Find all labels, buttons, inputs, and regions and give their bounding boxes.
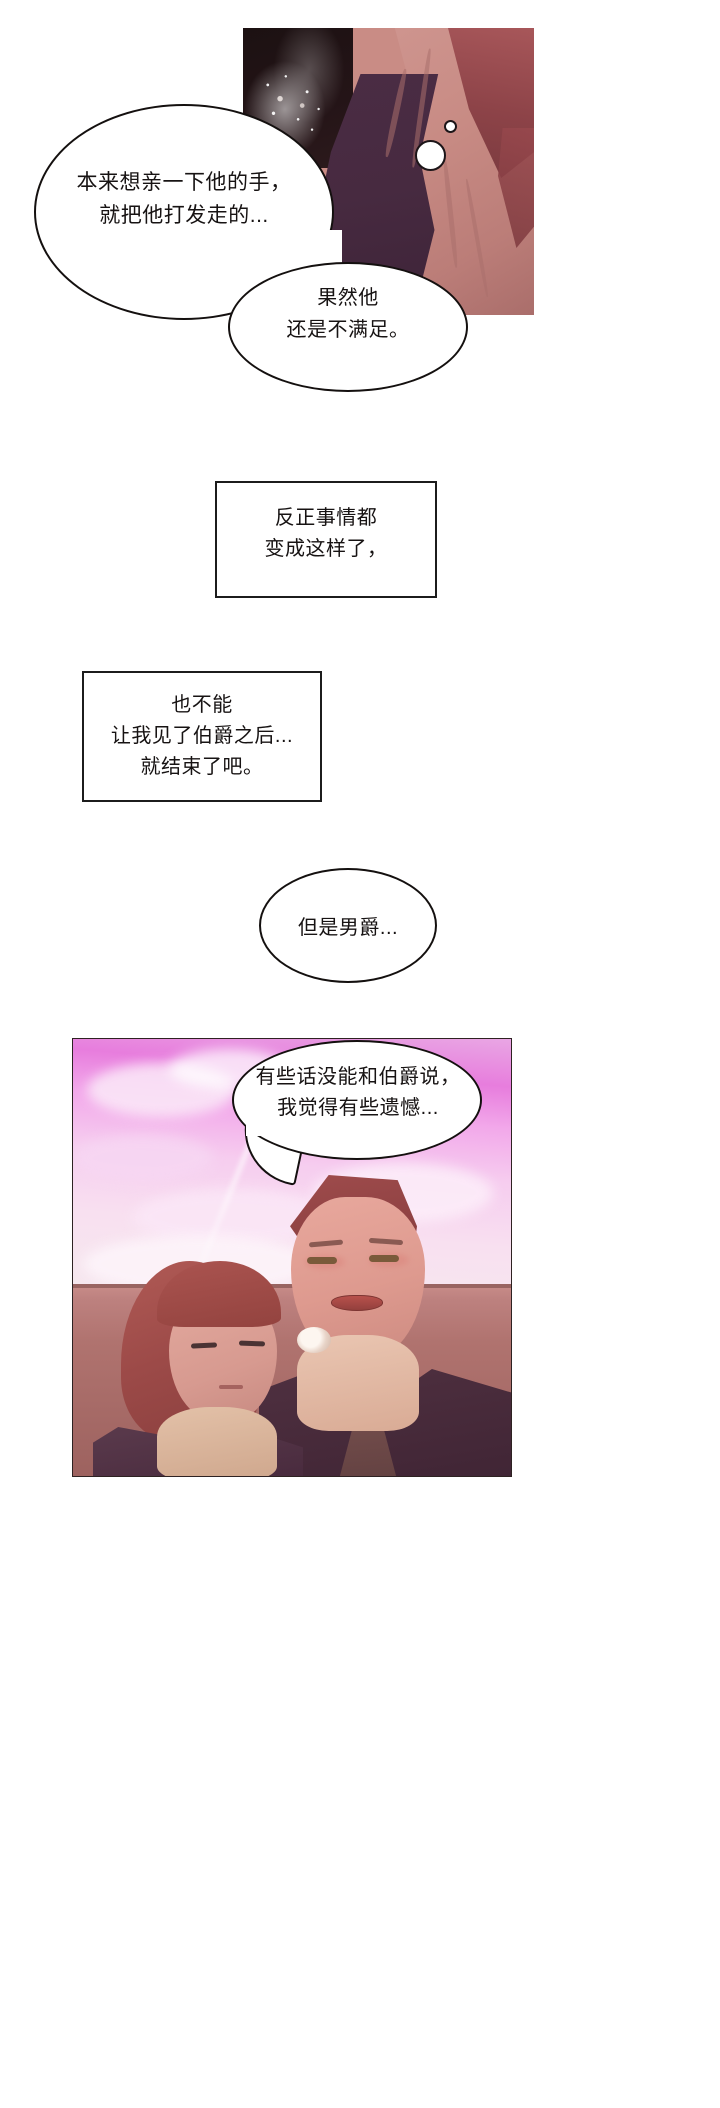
box-2-line-2: 让我见了伯爵之后... bbox=[110, 725, 294, 747]
bubble-2-line-1: 果然他 bbox=[317, 287, 379, 309]
caption-box-2-text: 也不能 让我见了伯爵之后... 就结束了吧。 bbox=[82, 690, 322, 783]
bubble-4-line-2: 我觉得有些遗憾... bbox=[277, 1097, 439, 1119]
small-button-art bbox=[444, 120, 457, 133]
bubble-1-line-1: 本来想亲一下他的手， bbox=[76, 171, 292, 194]
large-button-art bbox=[415, 140, 446, 171]
bubble-4-line-1: 有些话没能和伯爵说， bbox=[255, 1066, 461, 1088]
speech-bubble-4-text: 有些话没能和伯爵说， 我觉得有些遗憾... bbox=[236, 1062, 480, 1124]
caption-box-2 bbox=[82, 671, 322, 802]
box-1-line-1: 反正事情都 bbox=[274, 507, 378, 529]
panel-top-illustration bbox=[243, 28, 534, 315]
speech-bubble-3-text: 但是男爵... bbox=[259, 915, 437, 941]
speech-bubble-2 bbox=[228, 262, 468, 392]
box-2-line-1: 也不能 bbox=[171, 694, 233, 716]
left-character-cravat-art bbox=[157, 1407, 277, 1476]
right-character-boutonniere-art bbox=[297, 1327, 331, 1353]
speech-bubble-2-text: 果然他 还是不满足。 bbox=[238, 282, 458, 346]
bubble-2-line-2: 还是不满足。 bbox=[286, 319, 410, 341]
box-2-line-3: 就结束了吧。 bbox=[140, 756, 264, 778]
caption-box-1-text: 反正事情都 变成这样了， bbox=[215, 503, 437, 565]
right-character-eye-art bbox=[307, 1257, 337, 1264]
bubble-1-line-2: 就把他打发走的... bbox=[99, 204, 269, 227]
cloud-art bbox=[73, 1135, 213, 1181]
left-character-eye-art bbox=[238, 1340, 266, 1347]
bubble-3-line-1: 但是男爵... bbox=[297, 917, 399, 939]
right-character-eye-art bbox=[369, 1255, 399, 1262]
left-character-mouth-art bbox=[219, 1385, 243, 1389]
right-character-mouth-art bbox=[331, 1295, 383, 1311]
speech-bubble-4 bbox=[232, 1040, 482, 1160]
speech-bubble-1-text: 本来想亲一下他的手， 就把他打发走的... bbox=[48, 166, 320, 232]
box-1-line-2: 变成这样了， bbox=[264, 538, 388, 560]
caption-box-1 bbox=[215, 481, 437, 598]
panel-bottom-illustration bbox=[72, 1038, 512, 1477]
speech-bubble-3 bbox=[259, 868, 437, 983]
speech-bubble-4-tail-mask bbox=[246, 1110, 320, 1136]
